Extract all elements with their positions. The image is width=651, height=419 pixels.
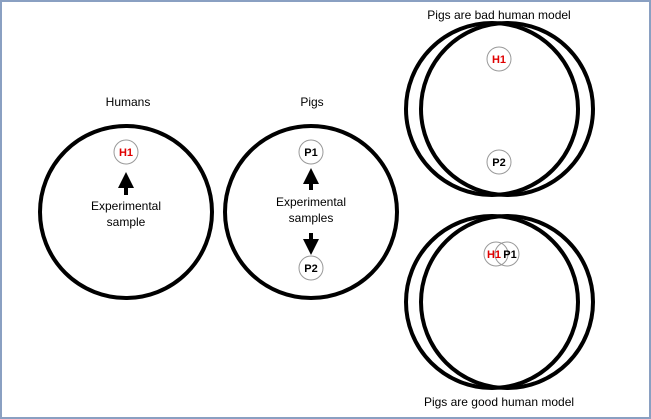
bad-model-node-p2-label: P2: [492, 157, 505, 169]
pigs-caption-line2: samples: [289, 211, 334, 225]
bad-model-node-p2-circle: [486, 149, 512, 175]
good-model-node-p1-label: P1: [503, 249, 516, 261]
humans-title: Humans: [106, 95, 151, 109]
humans-circle: [38, 124, 214, 300]
humans-caption-line1: Experimental: [91, 199, 161, 213]
bad-model-node-h1-label: H1: [492, 54, 506, 66]
humans-node-h1-circle: [113, 139, 139, 165]
pigs-node-p2-circle: [298, 255, 324, 281]
pigs-caption-line1: Experimental: [276, 195, 346, 209]
good-model-pig-circle: [419, 214, 595, 390]
good-model-node-h1-circle: [483, 241, 509, 267]
pigs-title: Pigs: [300, 95, 323, 109]
good-model-title: Pigs are good human model: [424, 395, 574, 409]
bad-model-pig-circle: [419, 21, 595, 197]
bad-model-title: Pigs are bad human model: [427, 8, 570, 22]
pigs-circle: [223, 124, 399, 300]
humans-node-h1-label: H1: [119, 147, 133, 159]
good-model-human-circle: [404, 214, 580, 390]
pigs-node-p1-circle: [298, 139, 324, 165]
bad-model-node-h1-circle: [486, 46, 512, 72]
humans-caption-line2: sample: [107, 215, 146, 229]
good-model-node-h1-label: H1: [487, 249, 501, 261]
pigs-node-p1-label: P1: [304, 147, 317, 159]
pigs-node-p2-label: P2: [304, 263, 317, 275]
good-model-node-p1-circle: [494, 241, 520, 267]
